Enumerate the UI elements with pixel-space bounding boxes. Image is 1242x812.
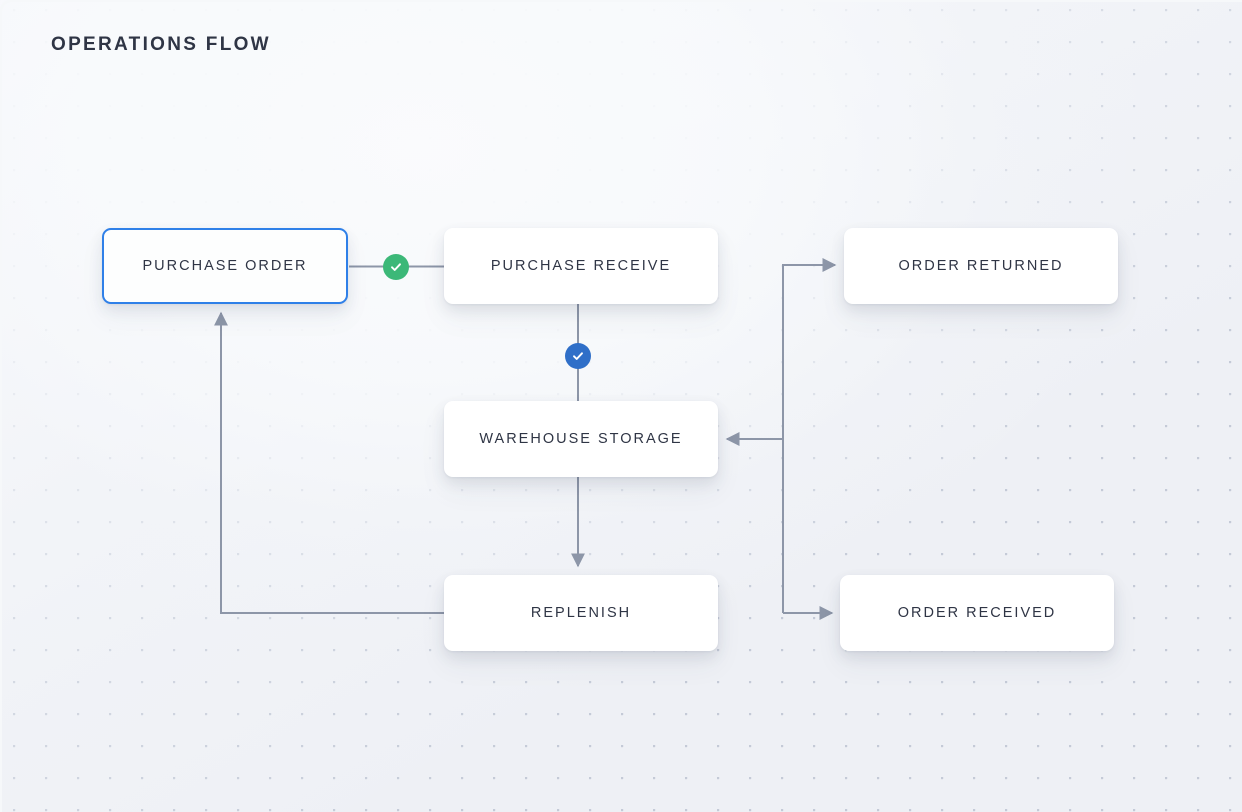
node-label: PURCHASE RECEIVE: [490, 258, 672, 274]
node-order-returned[interactable]: ORDER RETURNED: [844, 228, 1118, 304]
node-purchase-receive[interactable]: PURCHASE RECEIVE: [444, 228, 718, 304]
edge-trunk-to-order-returned: [782, 258, 837, 613]
badge-purchase-order-complete[interactable]: [383, 254, 409, 280]
badge-purchase-receive-active[interactable]: [565, 343, 591, 369]
check-icon: [389, 260, 403, 274]
page-title: OPERATIONS FLOW: [51, 34, 271, 55]
node-label: REPLENISH: [530, 605, 632, 621]
node-order-received[interactable]: ORDER RECEIVED: [840, 575, 1114, 651]
node-label: ORDER RECEIVED: [897, 605, 1057, 621]
node-warehouse-storage[interactable]: WAREHOUSE STORAGE: [444, 401, 718, 477]
node-label: WAREHOUSE STORAGE: [479, 431, 683, 447]
node-replenish[interactable]: REPLENISH: [444, 575, 718, 651]
node-purchase-order[interactable]: PURCHASE ORDER: [102, 228, 348, 304]
check-icon: [571, 349, 585, 363]
edge-replenish-to-purchase-order: [214, 311, 444, 614]
node-label: ORDER RETURNED: [898, 258, 1064, 274]
node-label: PURCHASE ORDER: [142, 258, 308, 274]
